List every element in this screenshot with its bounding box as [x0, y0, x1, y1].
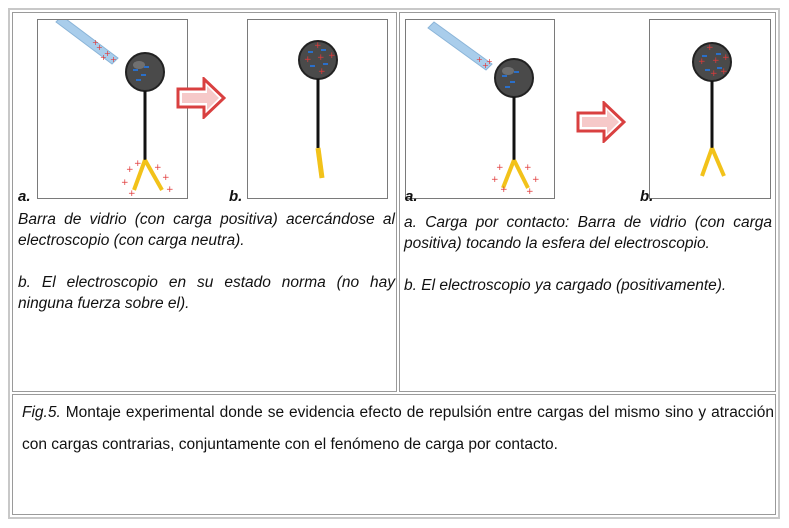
left-text-b: b. El electroscopio en su estado norma (… — [18, 274, 395, 312]
svg-text:+: + — [96, 43, 103, 52]
svg-text:+: + — [314, 41, 322, 51]
svg-text:+: + — [526, 187, 534, 197]
label-b-left: b. — [229, 188, 243, 205]
right-text-a: a. Carga por contacto: Barra de vidrio (… — [404, 214, 772, 252]
svg-text:+: + — [698, 57, 706, 67]
svg-text:+: + — [532, 175, 540, 185]
svg-text:+: + — [500, 185, 508, 195]
svg-text:+: + — [162, 173, 170, 183]
svg-text:+: + — [128, 189, 136, 199]
svg-text:+: + — [720, 67, 728, 77]
svg-text:+: + — [328, 51, 336, 61]
svg-text:+: + — [104, 49, 111, 58]
svg-text:+: + — [712, 56, 720, 66]
svg-text:+: + — [100, 53, 107, 62]
svg-text:+: + — [126, 165, 134, 175]
label-a-right: a. — [405, 188, 418, 205]
right-arrow-icon — [576, 101, 626, 143]
label-a-left: a. — [18, 188, 31, 205]
right-arrow-icon — [176, 77, 226, 119]
left-text-a: Barra de vidrio (con carga positiva) ace… — [18, 211, 395, 249]
svg-text:+: + — [121, 178, 129, 188]
svg-text:+: + — [92, 38, 99, 47]
caption-text: Montaje experimental donde se evidencia … — [22, 404, 774, 453]
svg-text:+: + — [524, 163, 532, 173]
right-description: a. Carga por contacto: Barra de vidrio (… — [404, 212, 772, 296]
svg-text:+: + — [706, 43, 714, 53]
svg-text:+: + — [318, 67, 326, 77]
electroscope-neutral-state: +++++ — [247, 19, 388, 199]
svg-text:+: + — [722, 53, 730, 63]
svg-text:+: + — [476, 55, 483, 64]
svg-text:+: + — [134, 159, 142, 169]
svg-text:+: + — [317, 53, 325, 63]
svg-text:+: + — [110, 55, 117, 64]
figure-table: +++++ +++ ++++ a. — [8, 8, 780, 519]
svg-text:+: + — [304, 55, 312, 65]
svg-text:+: + — [710, 69, 718, 79]
left-description: Barra de vidrio (con carga positiva) ace… — [18, 209, 395, 314]
svg-text:+: + — [154, 163, 162, 173]
left-panel: +++++ +++ ++++ a. — [12, 12, 397, 392]
electroscope-neutral-with-rod: +++++ +++ ++++ — [37, 19, 188, 199]
electroscope-charged-positive: +++ +++ — [649, 19, 771, 199]
electroscope-contact-charging: +++ +++ +++ — [405, 19, 555, 199]
svg-text:+: + — [491, 175, 499, 185]
label-b-right: b. — [640, 188, 654, 205]
svg-text:+: + — [166, 185, 174, 195]
right-text-b: b. El electroscopio ya cargado (positiva… — [404, 277, 727, 294]
figure-label: Fig.5. — [22, 404, 61, 421]
caption-cell — [12, 394, 776, 515]
svg-text:+: + — [496, 163, 504, 173]
right-panel: +++ +++ +++ a. — [399, 12, 776, 392]
svg-text:+: + — [482, 61, 489, 70]
svg-text:+: + — [486, 57, 493, 66]
figure-caption: Fig.5. Montaje experimental donde se evi… — [22, 397, 774, 461]
